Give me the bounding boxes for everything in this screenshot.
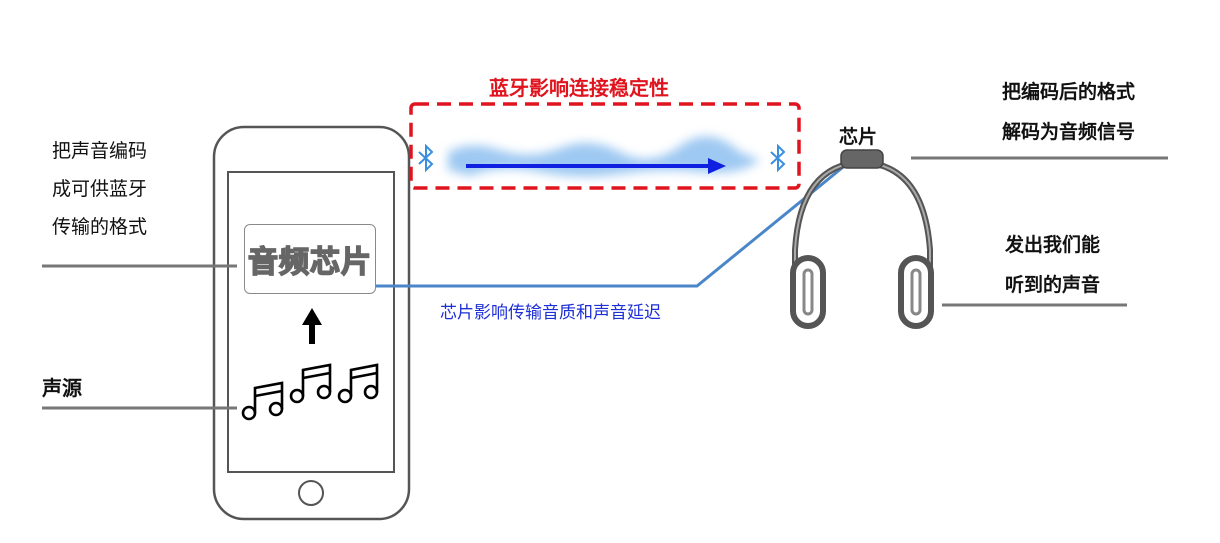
link-caption: 芯片影响传输音质和声音延迟 xyxy=(440,303,661,323)
bluetooth-title: 蓝牙影响连接稳定性 xyxy=(489,76,669,100)
audio-chip-box: 音频芯片 xyxy=(244,224,376,294)
output-caption: 发出我们能 听到的声音 xyxy=(1005,225,1100,305)
decode-caption-line: 把编码后的格式 xyxy=(1002,81,1136,103)
encode-caption-line: 传输的格式 xyxy=(52,216,148,238)
headphones xyxy=(790,158,934,329)
encode-caption-line: 把声音编码 xyxy=(52,140,148,162)
source-label: 声源 xyxy=(42,376,82,400)
home-button xyxy=(298,480,324,506)
decode-caption-line: 解码为音频信号 xyxy=(1002,121,1136,143)
encode-caption-line: 成可供蓝牙 xyxy=(52,178,148,200)
up-arrow-icon xyxy=(302,308,322,344)
signal-arrow xyxy=(466,158,726,174)
output-caption-line: 听到的声音 xyxy=(1005,274,1101,296)
bluetooth-box xyxy=(409,102,801,190)
bluetooth-icon xyxy=(418,143,786,173)
headphone-chip-label: 芯片 xyxy=(839,126,878,148)
headphone-chip xyxy=(840,149,884,169)
output-caption-line: 发出我们能 xyxy=(1005,234,1101,256)
encode-caption: 把声音编码 成可供蓝牙 传输的格式 xyxy=(52,132,147,246)
audio-chip-label: 音频芯片 xyxy=(247,244,372,281)
decode-caption: 把编码后的格式 解码为音频信号 xyxy=(1002,72,1135,152)
music-notes-icon xyxy=(241,363,379,421)
